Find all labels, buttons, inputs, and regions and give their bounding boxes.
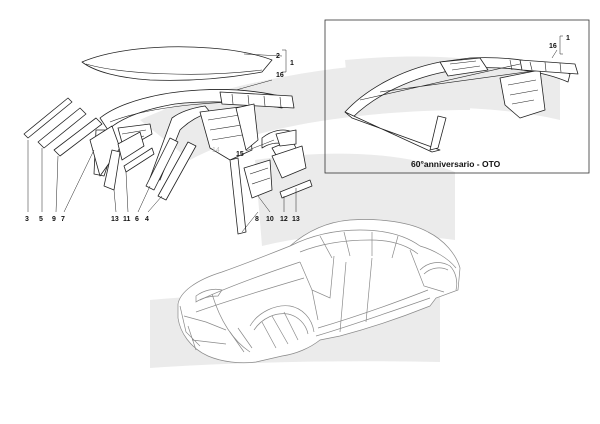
part-brackets (117, 131, 197, 201)
callout-6: 6 (135, 216, 139, 223)
part-roof-panel: 2 (81, 46, 283, 81)
callout-inset-1: 1 (566, 35, 570, 42)
leader-lines (27, 139, 297, 233)
callout-1: 1 (290, 60, 294, 67)
callout-9: 9 (52, 216, 56, 223)
callout-12: 12 (280, 216, 288, 223)
callout-10: 10 (266, 216, 274, 223)
callout-8: 8 (255, 216, 259, 223)
part-lower-reinforcements (229, 129, 313, 235)
part-roof-frame (99, 89, 295, 131)
part-drip-strips (23, 97, 121, 191)
callout-13-right: 13 (292, 216, 300, 223)
callout-15: 15 (236, 151, 244, 158)
callout-13-left: 13 (111, 216, 119, 223)
callout-14: 14 (212, 147, 220, 154)
inset-roof-frame (344, 57, 579, 153)
callout-7: 7 (61, 216, 65, 223)
callout-11: 11 (123, 216, 131, 223)
callout-5: 5 (39, 216, 43, 223)
callout-3: 3 (25, 216, 29, 223)
callout-16: 16 (276, 72, 284, 79)
inset-caption: 60°anniversario - OTO (411, 159, 501, 169)
inset-panel: 1 16 60°anniversario - OTO (324, 19, 590, 174)
callout-4: 4 (145, 216, 149, 223)
callout-2: 2 (276, 53, 280, 60)
assembled-car-body (177, 219, 461, 364)
callout-inset-16: 16 (549, 43, 557, 50)
